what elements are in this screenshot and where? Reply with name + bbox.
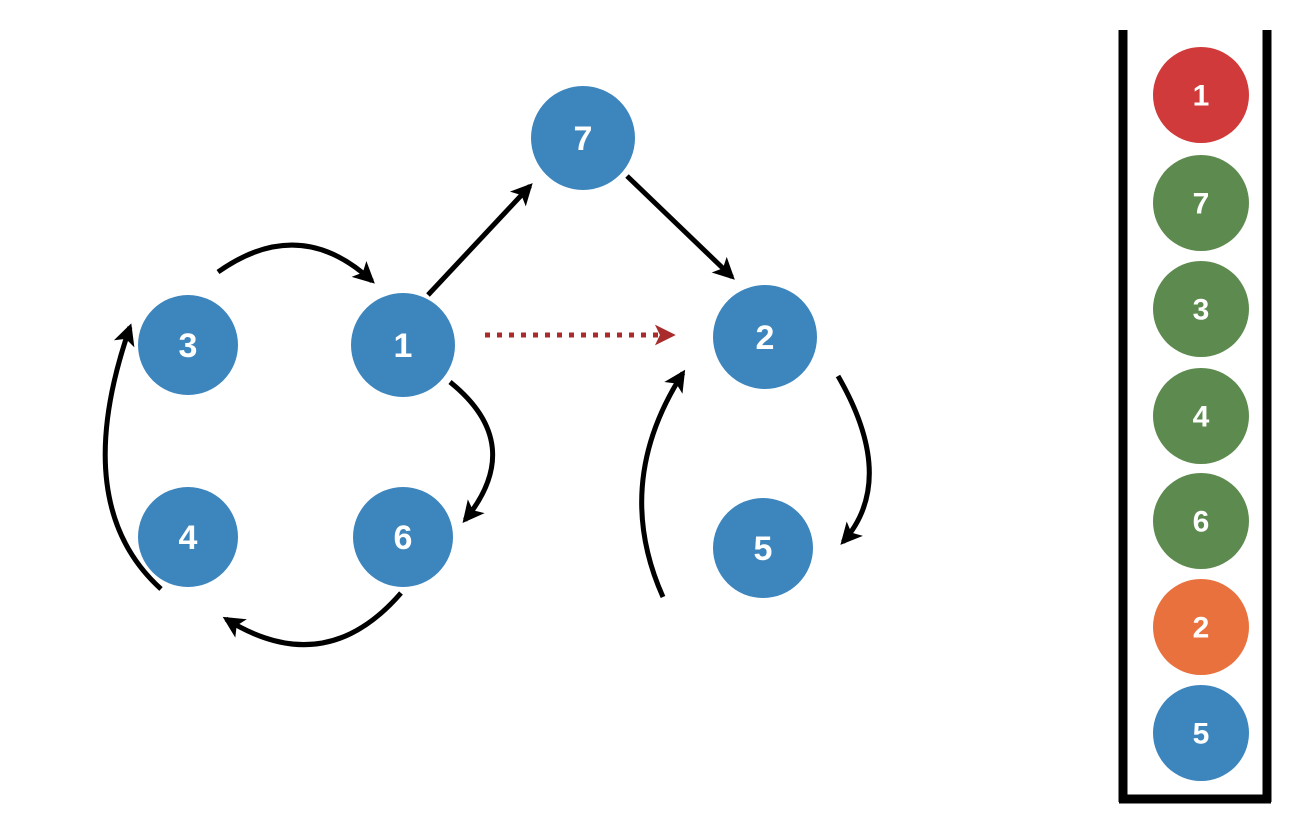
graph-node-5[interactable]: 5: [713, 498, 813, 598]
graph-node-7[interactable]: 7: [531, 86, 635, 190]
edge-3-to-1: [216, 242, 375, 284]
edge-6-to-4: [222, 591, 403, 648]
stack-item-7[interactable]: 7: [1153, 155, 1249, 251]
stack-layer: 1 7 3 46 2 5: [1118, 30, 1272, 804]
edge-7-to-2: [625, 174, 735, 280]
graph-node-circle-5[interactable]: [713, 498, 813, 598]
stack-item-6[interactable]: 6: [1153, 473, 1249, 569]
graph-node-circle-2[interactable]: [713, 285, 817, 389]
edge-1-to-6: [448, 380, 496, 524]
graph-node-3[interactable]: 3: [138, 295, 238, 395]
graph-node-6[interactable]: 6: [353, 487, 453, 587]
stack-item-1[interactable]: 1: [1153, 47, 1249, 143]
edge-1-to-7: [426, 183, 533, 297]
edge-2-to-5: [835, 374, 872, 545]
graph-node-2[interactable]: 2: [713, 285, 817, 389]
graph-node-circle-1[interactable]: [351, 293, 455, 397]
graph-node-1[interactable]: 1: [351, 293, 455, 397]
graph-node-circle-7[interactable]: [531, 86, 635, 190]
stack-item-circle-4[interactable]: [1153, 368, 1249, 464]
graph-node-4[interactable]: 4: [138, 487, 238, 587]
graph-node-circle-6[interactable]: [353, 487, 453, 587]
stack-item-circle-7[interactable]: [1153, 155, 1249, 251]
graph-node-circle-4[interactable]: [138, 487, 238, 587]
edge-5-to-2: [639, 369, 686, 599]
stack-item-circle-3[interactable]: [1153, 261, 1249, 357]
stack-item-circle-6[interactable]: [1153, 473, 1249, 569]
stack-item-5[interactable]: 5: [1153, 685, 1249, 781]
stack-item-3[interactable]: 3: [1153, 261, 1249, 357]
stack-item-circle-2[interactable]: [1153, 579, 1249, 675]
stack-item-circle-5[interactable]: [1153, 685, 1249, 781]
stack-item-2[interactable]: 2: [1153, 579, 1249, 675]
stack-item-circle-1[interactable]: [1153, 47, 1249, 143]
edge-4-to-3: [102, 323, 163, 591]
nodes-layer: 7 3 1 2 4 6 5: [138, 86, 817, 598]
stack-item-4[interactable]: 4: [1153, 368, 1249, 464]
edges-layer: [102, 174, 872, 648]
graph-node-circle-3[interactable]: [138, 295, 238, 395]
